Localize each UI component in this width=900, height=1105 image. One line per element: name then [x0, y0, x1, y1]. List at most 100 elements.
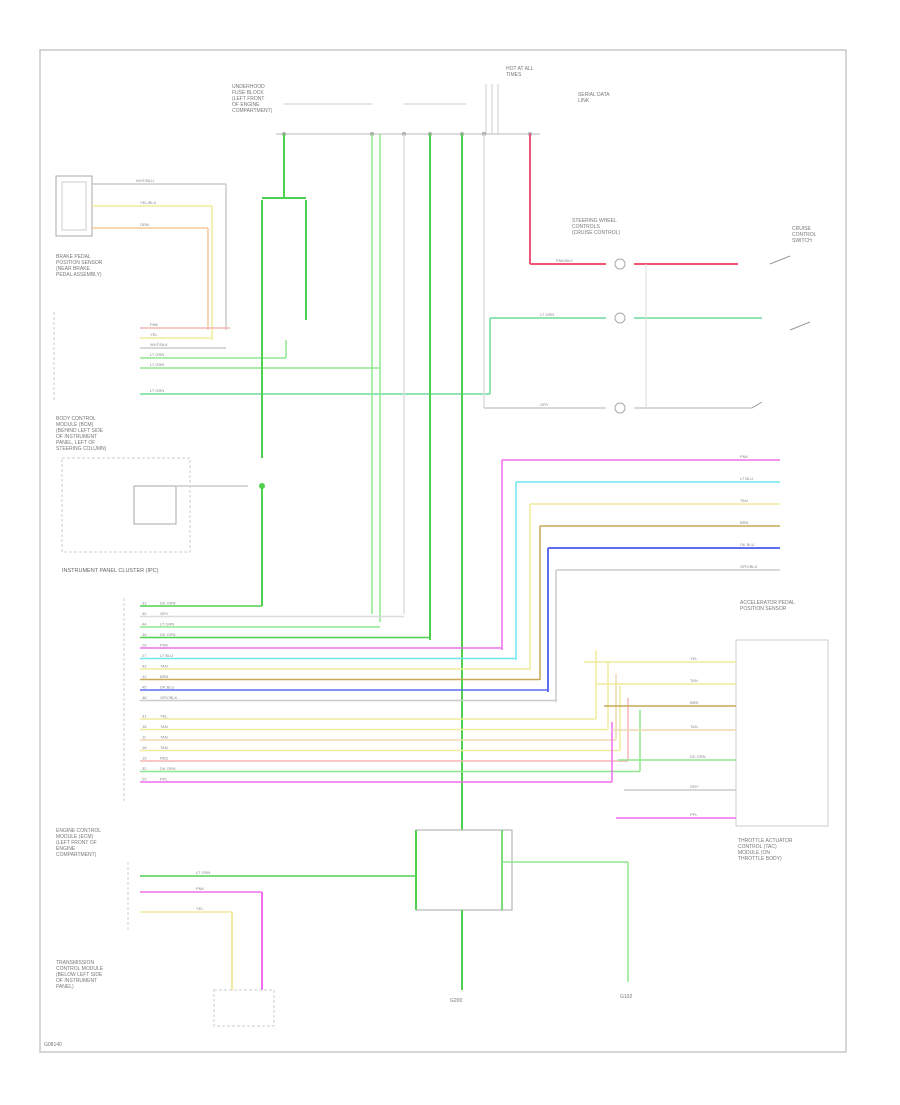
svg-text:MODULE (ON: MODULE (ON: [738, 850, 770, 856]
footer-code: G08140: [44, 1042, 62, 1048]
svg-text:(CRUISE CONTROL): (CRUISE CONTROL): [572, 230, 620, 236]
ecm-wire-label: TAN: [160, 745, 168, 750]
svg-text:ACCELERATOR PEDAL: ACCELERATOR PEDAL: [740, 600, 795, 606]
tac-wire-label: TAN: [690, 678, 698, 683]
svg-text:BRN: BRN: [740, 520, 749, 525]
ecm-wire-label: LT BLU: [160, 653, 173, 658]
tac-wire-rows: YEL TAN BRN TAN DK GRN GRY PPL: [584, 656, 736, 819]
ecm-pin-label: 26: [142, 643, 147, 648]
svg-text:PNK/BLK: PNK/BLK: [556, 258, 573, 263]
svg-text:G102: G102: [620, 994, 632, 1000]
ecm-pin-label: 40: [142, 611, 147, 616]
ecm-pin-label: 32: [142, 766, 147, 771]
ecm-pin-label: 27: [142, 653, 147, 658]
bcm-module: BODY CONTROL MODULE (BCM) (BEHIND LEFT S…: [53, 312, 107, 452]
svg-text:OF INSTRUMENT: OF INSTRUMENT: [56, 434, 97, 440]
ecm-wire-label: YEL: [160, 714, 168, 719]
svg-text:YEL: YEL: [196, 906, 204, 911]
ecm-wire-label: LT GRN: [160, 622, 174, 627]
svg-text:MODULE (BCM): MODULE (BCM): [56, 422, 94, 428]
svg-text:(LEFT FRONT: (LEFT FRONT: [232, 96, 264, 102]
svg-text:LT GRN: LT GRN: [150, 388, 164, 393]
ecm-pin-label: 38: [142, 632, 147, 637]
ecm-wire-label: PPL: [160, 777, 168, 782]
svg-text:(BEHIND LEFT SIDE: (BEHIND LEFT SIDE: [56, 428, 104, 434]
svg-text:CONTROLS: CONTROLS: [572, 224, 600, 230]
svg-text:COMPARTMENT): COMPARTMENT): [232, 108, 273, 114]
svg-text:ENGINE CONTROL: ENGINE CONTROL: [56, 828, 101, 834]
ecm-wire-label: DK BLU: [160, 685, 175, 690]
svg-text:ENGINE: ENGINE: [56, 846, 76, 852]
svg-text:YEL: YEL: [150, 332, 158, 337]
tac-wire-label: YEL: [690, 656, 698, 661]
svg-text:COMPARTMENT): COMPARTMENT): [56, 852, 97, 858]
svg-text:TIMES: TIMES: [506, 72, 522, 78]
svg-text:PANEL): PANEL): [56, 984, 74, 990]
ipc-module: INSTRUMENT PANEL CLUSTER (IPC): [61, 457, 265, 606]
svg-text:WHT/BLK: WHT/BLK: [150, 342, 168, 347]
svg-text:POSITION SENSOR: POSITION SENSOR: [56, 260, 103, 266]
ecm-wire-label: TAN: [160, 664, 168, 669]
ecm-pin-label: 43: [142, 664, 147, 669]
svg-text:OF INSTRUMENT: OF INSTRUMENT: [56, 978, 97, 984]
ecm-pin-label: 42: [142, 674, 147, 679]
tac-wire-label: TAN: [690, 724, 698, 729]
svg-text:THROTTLE BODY): THROTTLE BODY): [738, 856, 782, 862]
ecm-pin-label: 19: [142, 756, 147, 761]
fuse-block-area: UNDERHOOD FUSE BLOCK (LEFT FRONT OF ENGI…: [232, 66, 610, 136]
tac-wire-label: DK GRN: [690, 754, 706, 759]
svg-text:BODY CONTROL: BODY CONTROL: [56, 416, 96, 422]
svg-text:PNK: PNK: [740, 454, 749, 459]
svg-text:(NEAR BRAKE: (NEAR BRAKE: [56, 266, 91, 272]
svg-text:WHT/BLU: WHT/BLU: [136, 178, 154, 183]
svg-text:CONTROL (TAC): CONTROL (TAC): [738, 844, 777, 850]
tac-module: THROTTLE ACTUATOR CONTROL (TAC) MODULE (…: [735, 600, 829, 862]
tac-wire-label: PPL: [690, 812, 698, 817]
ecm-pin-label: 46: [142, 695, 147, 700]
svg-text:PANEL, LEFT OF: PANEL, LEFT OF: [56, 440, 95, 446]
ecm-module: ENGINE CONTROL MODULE (ECM) (LEFT FRONT …: [56, 598, 125, 858]
svg-text:DK BLU: DK BLU: [740, 542, 755, 547]
svg-text:STEERING WHEEL: STEERING WHEEL: [572, 218, 617, 224]
svg-text:G200: G200: [450, 998, 462, 1004]
ecm-pin-label: 44: [142, 622, 147, 627]
svg-text:HOT AT ALL: HOT AT ALL: [506, 66, 534, 72]
svg-text:LT GRN: LT GRN: [540, 312, 554, 317]
svg-text:TAN: TAN: [740, 498, 748, 503]
tac-wire-label: BRN: [690, 700, 699, 705]
ecm-wire-label: BRN: [160, 674, 169, 679]
ecm-wire-label: GRY: [160, 611, 169, 616]
ecm-pin-label: 29: [142, 777, 147, 782]
svg-text:SERIAL DATA: SERIAL DATA: [578, 92, 610, 98]
ecm-pin-label: 45: [142, 685, 147, 690]
svg-text:PNK: PNK: [196, 886, 205, 891]
svg-text:POSITION SENSOR: POSITION SENSOR: [740, 606, 787, 612]
ecm-pin-label: 16: [142, 724, 147, 729]
tac-wire-label: GRY: [690, 784, 699, 789]
ecm-pin-label: 31: [142, 714, 147, 719]
svg-text:MODULE (ECM): MODULE (ECM): [56, 834, 94, 840]
center-module: G102 G200: [415, 829, 632, 1004]
svg-text:LINK: LINK: [578, 98, 590, 104]
svg-text:CONTROL MODULE: CONTROL MODULE: [56, 966, 104, 972]
right-bus: PNK LT BLU TAN BRN DK BLU GRY/BLK: [501, 454, 780, 702]
ecm-wire-label: DK GRN: [160, 766, 176, 771]
svg-text:STEERING COLUMN): STEERING COLUMN): [56, 446, 107, 452]
ecm-wire-label: PNK: [160, 643, 169, 648]
svg-text:LT GRN: LT GRN: [196, 870, 210, 875]
ecm-pin-label: 33: [142, 601, 147, 606]
svg-text:LT GRN: LT GRN: [150, 362, 164, 367]
svg-text:TRANSMISSION: TRANSMISSION: [56, 960, 94, 966]
svg-text:(LEFT FRONT OF: (LEFT FRONT OF: [56, 840, 97, 846]
svg-text:BRAKE PEDAL: BRAKE PEDAL: [56, 254, 91, 260]
svg-text:YEL/BLK: YEL/BLK: [140, 200, 157, 205]
ecm-pin-label: 18: [142, 745, 147, 750]
svg-text:THROTTLE ACTUATOR: THROTTLE ACTUATOR: [738, 838, 793, 844]
svg-text:SWITCH: SWITCH: [792, 238, 812, 244]
ecm-wire-label: DK GRN: [160, 601, 176, 606]
ecm-wire-label: DK GRN: [160, 632, 176, 637]
brake-pedal-sensor: WHT/BLU YEL/BLK ORN BRAKE PEDAL POSITION…: [55, 175, 226, 278]
svg-text:LT GRN: LT GRN: [150, 352, 164, 357]
